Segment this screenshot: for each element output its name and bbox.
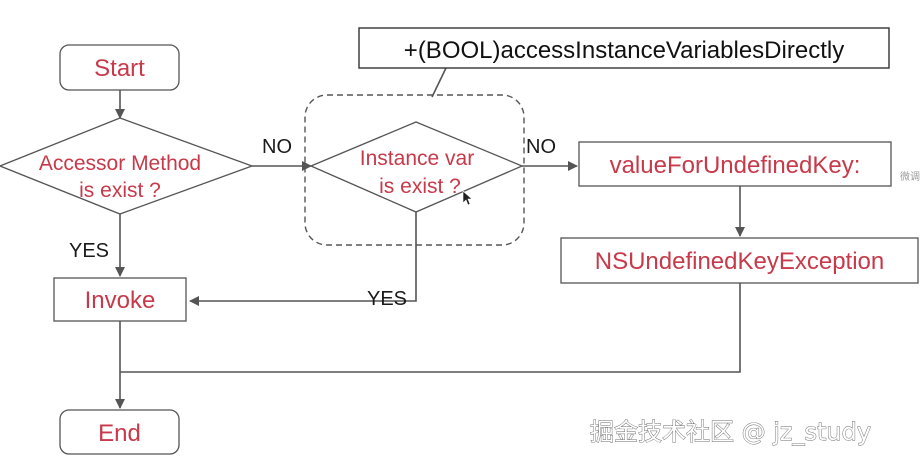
edge-label-no-1: NO: [262, 136, 292, 158]
callout-box: +(BOOL)accessInstanceVariablesDirectly: [358, 27, 890, 69]
start-label: Start: [94, 55, 145, 82]
edge-label-yes-2: YES: [367, 288, 407, 310]
invoke-label: Invoke: [85, 287, 156, 314]
value-for-undefined-key-label: valueForUndefinedKey:: [610, 152, 861, 179]
instance-label-line1: Instance var: [360, 147, 474, 170]
end-label: End: [98, 420, 141, 447]
start-node: Start: [59, 44, 180, 91]
accessor-label-line1: Accessor Method: [39, 152, 201, 175]
exception-node: NSUndefinedKeyException: [560, 237, 919, 284]
end-node: End: [59, 409, 180, 455]
edge-fragment-text: 微调: [900, 170, 920, 183]
edge-instance-yes-to-invoke: [189, 212, 417, 306]
watermark: 掘金技术社区 @ jz_study: [590, 418, 871, 446]
invoke-node: Invoke: [53, 277, 187, 322]
instance-decision: Instance var is exist ?: [309, 121, 524, 213]
edge-callout-pointer: [431, 67, 447, 98]
accessor-decision: Accessor Method is exist ?: [0, 117, 254, 215]
callout-label: +(BOOL)accessInstanceVariablesDirectly: [404, 37, 844, 64]
instance-label-line2: is exist ?: [379, 175, 461, 198]
instance-variable-group: [304, 94, 525, 246]
accessor-label-line2: is exist ?: [79, 179, 161, 202]
mouse-cursor-icon: [462, 190, 473, 206]
exception-label: NSUndefinedKeyException: [595, 248, 885, 275]
edge-exception-to-merge: [120, 283, 741, 373]
value-for-undefined-key-node: valueForUndefinedKey:: [578, 141, 892, 187]
connectors: [115, 67, 745, 409]
edge-label-no-2: NO: [526, 136, 556, 158]
edge-label-yes-1: YES: [69, 240, 109, 262]
